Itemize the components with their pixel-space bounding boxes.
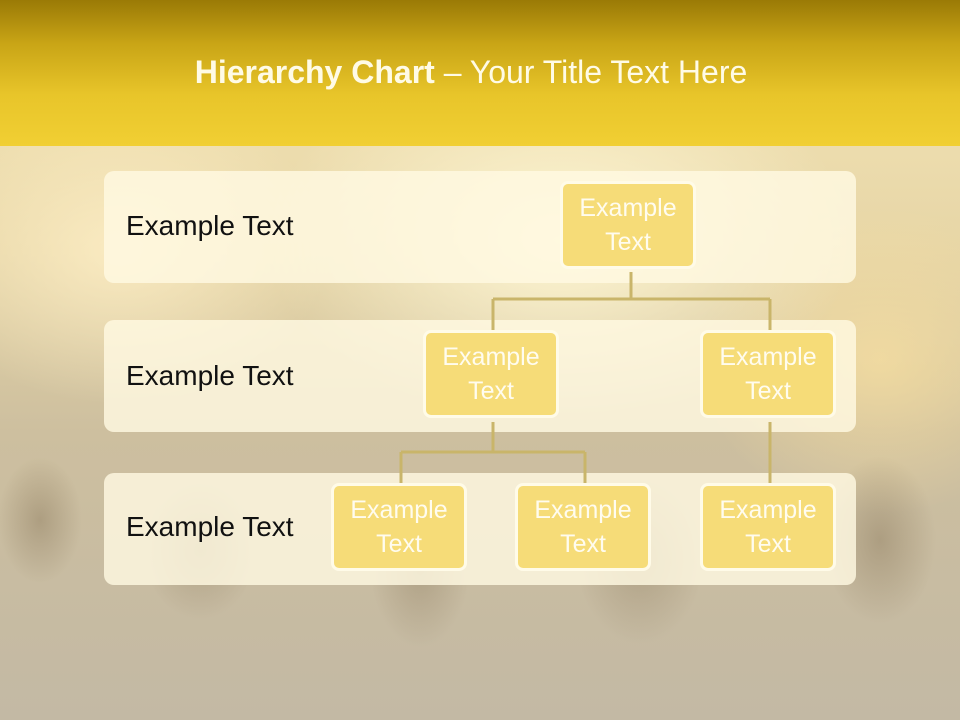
node-level3-a-label: Example Text <box>350 496 448 558</box>
node-level2-right[interactable]: Example Text <box>700 330 836 418</box>
node-level3-c-label: Example Text <box>719 496 817 558</box>
slide-title: Hierarchy Chart – Your Title Text Here <box>0 54 942 91</box>
connector-root <box>491 272 772 330</box>
node-level2-right-label: Example Text <box>719 343 817 405</box>
node-level3-b[interactable]: Example Text <box>515 483 651 571</box>
node-level2-left[interactable]: Example Text <box>423 330 559 418</box>
node-root[interactable]: Example Text <box>560 181 696 269</box>
title-bar: Hierarchy Chart – Your Title Text Here <box>0 0 960 146</box>
band-label-2: Example Text <box>126 360 294 391</box>
slide-title-rest: – Your Title Text Here <box>434 54 748 90</box>
level-band-1 <box>104 171 856 283</box>
band-label-3: Example Text <box>126 511 294 542</box>
connector-left <box>399 422 587 483</box>
node-level3-b-label: Example Text <box>534 496 632 558</box>
slide-title-bold: Hierarchy Chart <box>194 54 435 90</box>
node-level3-a[interactable]: Example Text <box>331 483 467 571</box>
node-level2-left-label: Example Text <box>442 343 540 405</box>
band-label-1: Example Text <box>126 210 294 241</box>
node-level3-c[interactable]: Example Text <box>700 483 836 571</box>
node-root-label: Example Text <box>579 194 677 256</box>
